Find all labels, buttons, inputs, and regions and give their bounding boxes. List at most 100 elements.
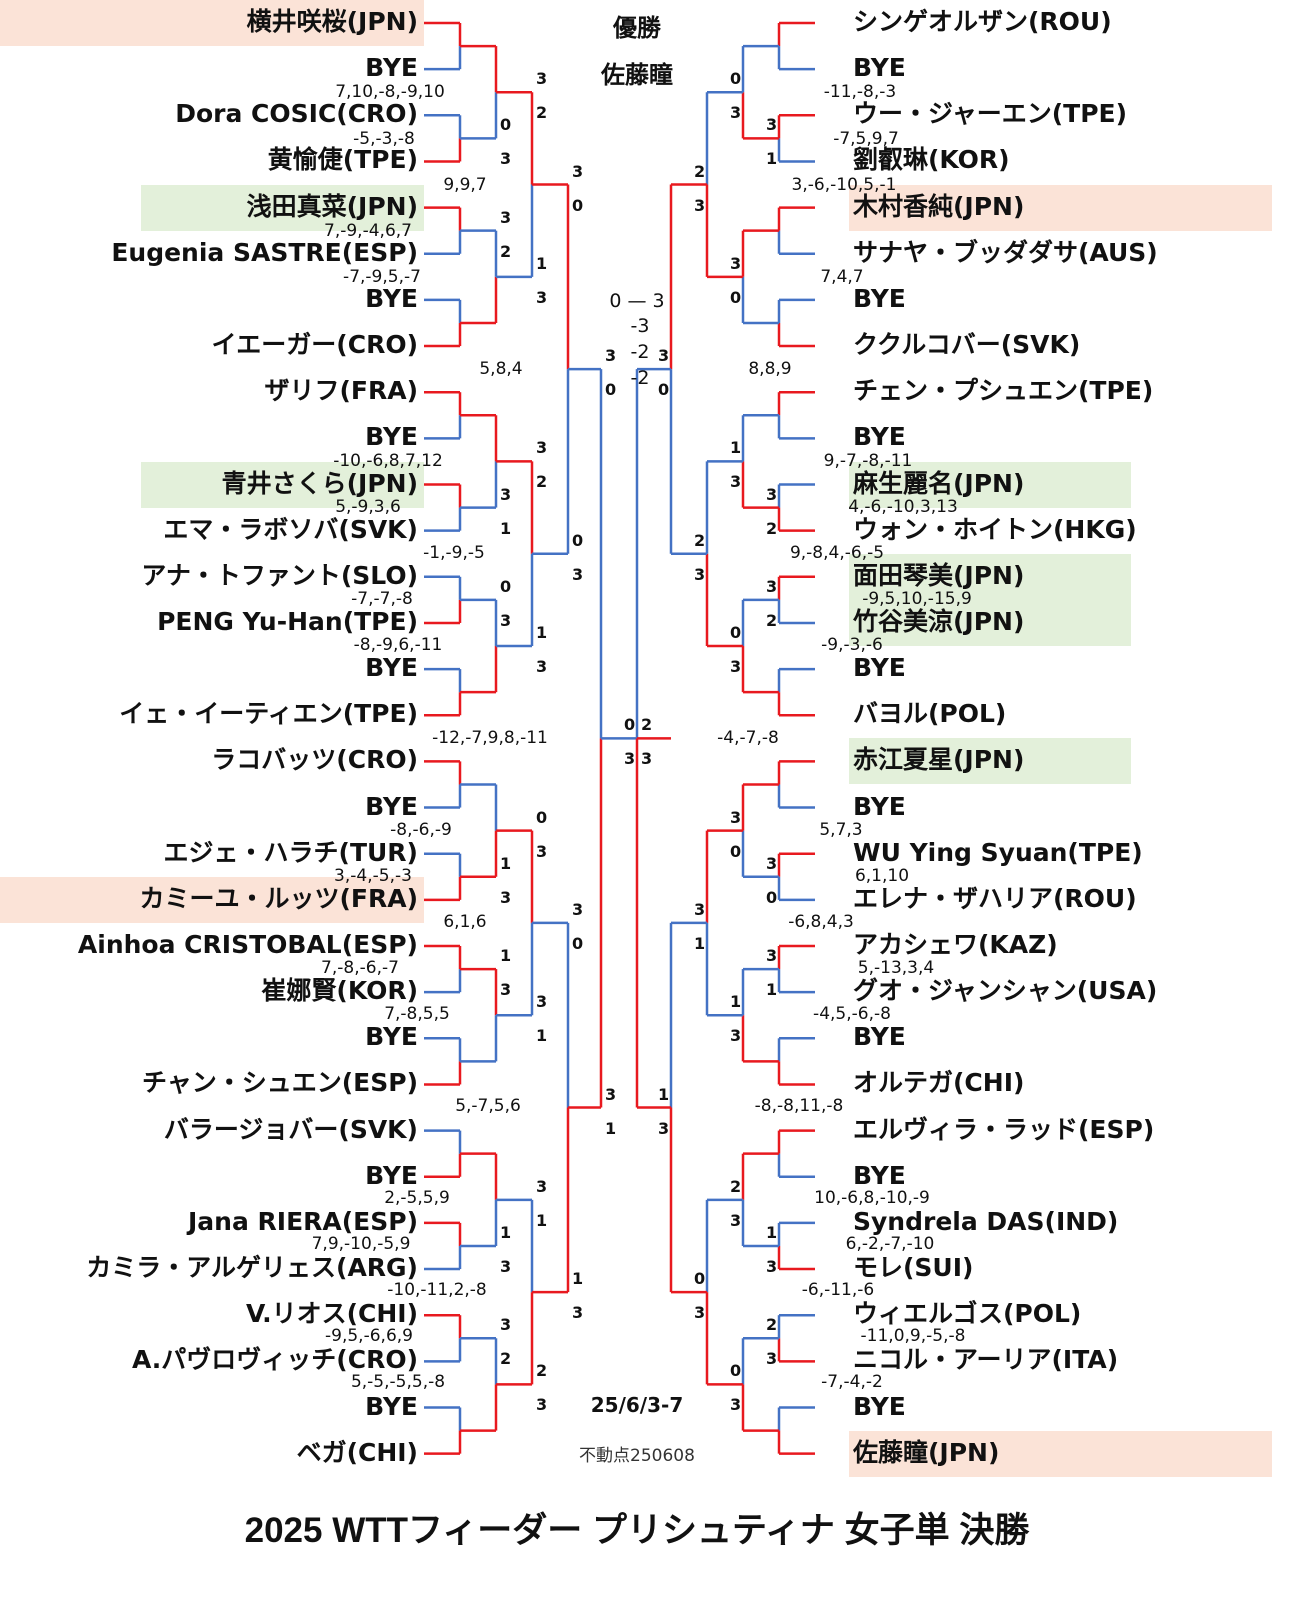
match-score: 3 [500,1256,512,1276]
match-score: 3 [730,472,742,492]
match-score: 3 [766,946,778,966]
match-score: 0 [500,115,512,135]
player-name: エマ・ラボソバ(SVK) [163,514,418,544]
match-score: 1 [730,992,742,1012]
match-score: 0 [730,69,742,89]
player-highlight [141,184,424,231]
winner-label: 優勝 [613,14,661,42]
match-score: 3 [572,899,584,919]
game-score: 5,8,4 [479,359,523,379]
player-name: バラージョバー(SVK) [163,1114,418,1144]
player-name: ウォン・ホイトン(HKG) [853,514,1137,544]
game-score: -11,-8,-3 [823,82,897,102]
game-score: -6,-11,-6 [801,1280,875,1300]
player-name: 劉叡琳(KOR) [853,145,1010,175]
match-score: 1 [658,1084,670,1104]
game-score: -1,-9,-5 [423,543,485,563]
match-score: 0 [730,841,742,861]
game-score: -9,5,10,-15,9 [862,589,972,609]
match-score: 2 [694,530,706,550]
game-score: 9,9,7 [443,175,487,195]
player-name: BYE [365,1022,418,1052]
game-score: 6,-2,-7,-10 [845,1234,935,1254]
player-name: 木村香純(JPN) [853,191,1025,221]
player-name: BYE [365,1391,418,1421]
game-score: 7,10,-8,-9,10 [335,82,445,102]
player-name: ラコバッツ(CRO) [211,745,418,775]
match-score: 3 [536,1176,548,1196]
match-score: 3 [500,149,512,169]
match-score: 0 [572,530,584,550]
match-score: 3 [730,103,742,123]
player-name: バヨル(POL) [853,699,1007,729]
game-score: 10,-6,8,-10,-9 [814,1188,930,1208]
game-score: 6,1,6 [443,912,487,932]
winner-name: 佐藤瞳 [601,61,673,89]
match-score: 3 [536,438,548,458]
match-score: 1 [500,1222,512,1242]
player-name: チャン・シュエン(ESP) [141,1068,418,1098]
player-name: ザリフ(FRA) [264,376,418,406]
match-score: 0 [730,623,742,643]
game-score: 7,4,7 [820,267,864,287]
game-score: 5,-7,5,6 [455,1096,521,1116]
match-score: 1 [694,933,706,953]
game-score: -7,-7,-8 [351,589,413,609]
match-score: 3 [536,287,548,307]
match-score: 2 [500,1349,512,1369]
player-highlight [849,553,1131,600]
match-score: 1 [536,623,548,643]
player-name: ククルコバー(SVK) [853,330,1081,360]
player-name: 浅田真菜(JPN) [246,191,418,221]
match-score: 3 [536,657,548,677]
game-score: -12,-7,9,8,-11 [432,728,548,748]
final-game-1: -3 [630,315,650,337]
match-score: 3 [641,749,653,769]
player-name: カミーユ・ルッツ(FRA) [139,883,418,913]
game-score: -4,-7,-8 [717,728,779,748]
player-name: 横井咲桜(JPN) [246,7,418,36]
player-name: カミラ・アルゲリェス(ARG) [86,1253,418,1283]
player-name: グオ・ジャンシャン(USA) [853,976,1158,1006]
match-score: 0 [658,380,670,400]
player-name: BYE [853,283,906,313]
match-score: 0 [605,380,617,400]
match-score: 1 [766,1222,778,1242]
player-name: アカシェワ(KAZ) [853,930,1058,959]
player-name: BYE [853,791,906,821]
match-score: 3 [572,1303,584,1323]
match-score: 3 [730,1395,742,1415]
match-score: 3 [624,749,636,769]
player-name: 佐藤瞳(JPN) [853,1437,1000,1467]
match-score: 2 [500,241,512,261]
match-score: 3 [500,207,512,227]
game-score: -11,0,9,-5,-8 [860,1326,966,1346]
player-name: シンゲオルザン(ROU) [853,7,1112,36]
player-highlight [849,184,1272,231]
match-score: 0 [624,715,636,735]
player-name: Syndrela DAS(IND) [853,1206,1119,1236]
player-name: ウィエルゴス(POL) [853,1299,1082,1329]
player-name: A.パヴロヴィッチ(CRO) [131,1345,418,1375]
match-score: 1 [730,438,742,458]
game-score: -6,8,4,3 [788,912,854,932]
match-score: 3 [500,610,512,630]
game-score: -9,5,-6,6,9 [325,1326,413,1346]
match-score: 2 [536,1361,548,1381]
match-score: 1 [500,518,512,538]
player-name: 竹谷美涼(JPN) [853,606,1025,636]
match-score: 1 [536,1026,548,1046]
player-name: エルヴィラ・ラッド(ESP) [853,1114,1155,1144]
player-highlight [141,461,424,508]
game-score: 5,-13,3,4 [857,958,935,978]
match-score: 0 [572,933,584,953]
game-score: 6,1,10 [854,866,910,886]
game-score: -7,5,9,7 [833,129,899,149]
player-name: アナ・トファント(SLO) [141,560,418,590]
player-name: 面田琴美(JPN) [853,560,1025,590]
match-score: 1 [500,853,512,873]
match-score: 1 [536,1210,548,1230]
match-score: 3 [766,576,778,596]
player-name: BYE [365,653,418,683]
